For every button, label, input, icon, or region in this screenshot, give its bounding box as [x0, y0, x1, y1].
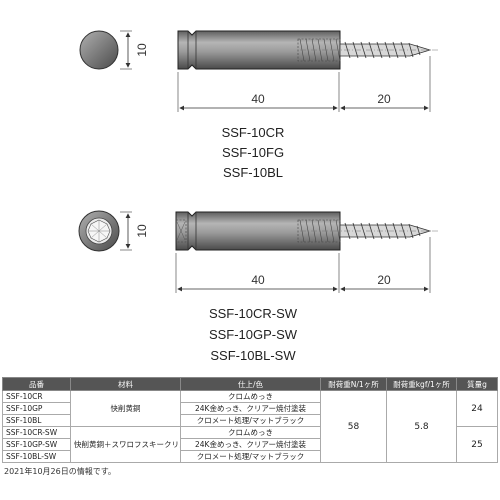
load-n-cell: 58	[320, 390, 387, 463]
body-length-label: 40	[251, 273, 265, 287]
table-row: SSF-10CR-SW 快削黄銅＋スワロフスキークリスタル クロムめっき 25	[2, 426, 498, 463]
table-row: SSF-10CR 快削黄銅 クロムめっき 58 5.8 24	[2, 390, 498, 463]
table-row: SSF-10GP-SW 24K金めっき、クリアー焼付塗装	[2, 438, 498, 451]
mass-cell: 25	[456, 426, 498, 463]
finish-cell: クロムめっき	[180, 390, 321, 403]
load-kgf-cell: 5.8	[386, 390, 457, 463]
column-header: 耐荷重kgf/1ヶ所	[386, 377, 457, 391]
body-length-label: 40	[251, 92, 265, 106]
material-cell: 快削黄銅	[70, 390, 181, 427]
column-header: 品番	[2, 377, 71, 391]
rod-body	[177, 30, 341, 70]
drawing-crystal: 10 40 20 SSF-10CR-SW SSF-10GP-SW SSF-10B…	[78, 210, 438, 363]
part-number: SSF-10BL	[2, 414, 71, 427]
model-name: SSF-10GP-SW	[209, 327, 298, 342]
finish-cell: クロムめっき	[180, 426, 321, 439]
part-number: SSF-10GP	[2, 402, 71, 415]
table-row: SSF-10BL-SW クロメート処理/マットブラック	[2, 450, 498, 463]
finish-cell: 24K金めっき、クリアー焼付塗装	[180, 438, 321, 451]
part-number: SSF-10BL-SW	[2, 450, 71, 463]
mass-cell: 24	[456, 390, 498, 427]
part-number: SSF-10GP-SW	[2, 438, 71, 451]
part-number: SSF-10CR-SW	[2, 426, 71, 439]
model-name: SSF-10CR	[222, 125, 285, 140]
screw-length-label: 20	[377, 92, 391, 106]
screw-length-label: 20	[377, 273, 391, 287]
column-header: 材料	[70, 377, 181, 391]
rod-body	[175, 211, 341, 251]
column-header: 耐荷重N/1ヶ所	[320, 377, 387, 391]
model-name: SSF-10FG	[222, 145, 284, 160]
finish-cell: クロメート処理/マットブラック	[180, 414, 321, 427]
spec-table: 品番 材料 仕上/色 耐荷重N/1ヶ所 耐荷重kgf/1ヶ所 質量g SSF-1…	[2, 377, 498, 463]
column-header: 質量g	[456, 377, 498, 391]
model-name: SSF-10CR-SW	[209, 306, 298, 321]
column-header: 仕上/色	[180, 377, 321, 391]
model-name: SSF-10BL-SW	[210, 348, 296, 363]
part-number: SSF-10CR	[2, 390, 71, 403]
technical-drawing: 10 40 20 SSF-10CR SSF-10FG SSF-10BL	[78, 30, 438, 363]
finish-cell: 24K金めっき、クリアー焼付塗装	[180, 402, 321, 415]
material-cell: 快削黄銅＋スワロフスキークリスタル	[70, 426, 181, 463]
crystal-pocket	[176, 219, 187, 243]
diameter-label: 10	[135, 224, 149, 238]
model-name: SSF-10BL	[223, 165, 283, 180]
table-header-row: 品番 材料 仕上/色 耐荷重N/1ヶ所 耐荷重kgf/1ヶ所 質量g	[2, 377, 498, 391]
info-date-note: 2021年10月26日の情報です。	[4, 467, 116, 476]
end-view-cap	[79, 30, 119, 70]
diameter-label: 10	[135, 43, 149, 57]
drawing-standard: 10 40 20 SSF-10CR SSF-10FG SSF-10BL	[79, 30, 438, 180]
finish-cell: クロメート処理/マットブラック	[180, 450, 321, 463]
